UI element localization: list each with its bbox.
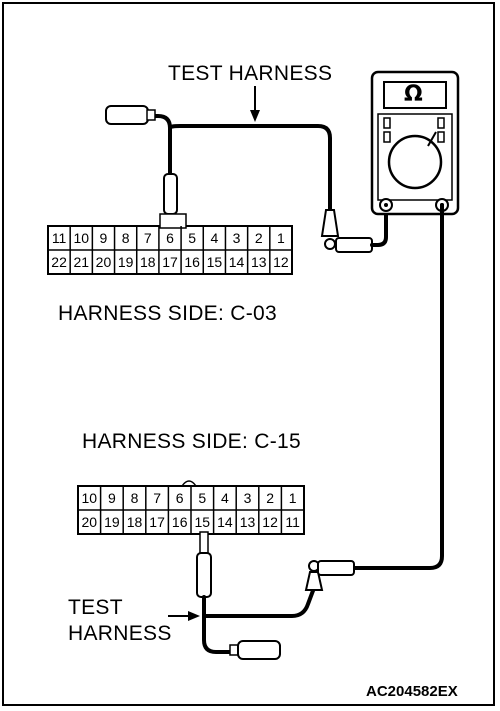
connector_c15-pin: 17 bbox=[149, 514, 165, 530]
figure-border bbox=[2, 2, 495, 706]
probe-c15 bbox=[196, 531, 212, 598]
test-harness-bottom-arrow bbox=[168, 611, 200, 621]
figure-code: AC204582EX bbox=[366, 683, 458, 700]
test-harness-bottom-wire bbox=[202, 586, 316, 654]
connector_c15-pin: 1 bbox=[289, 490, 297, 506]
connector_c15-pin: 6 bbox=[176, 490, 184, 506]
connector_c03-pin: 18 bbox=[140, 254, 156, 270]
connector_c03-pin: 19 bbox=[118, 254, 134, 270]
connector_c03-pin: 12 bbox=[273, 254, 289, 270]
harness-plug-bottom-right bbox=[229, 640, 281, 660]
test-harness-bottom-label-line1: TEST bbox=[68, 596, 123, 619]
connector_c15-pin: 5 bbox=[198, 490, 206, 506]
connector_c15-pin: 20 bbox=[82, 514, 98, 530]
connector_c15-pin: 7 bbox=[153, 490, 161, 506]
harness-side-c03-label: HARNESS SIDE: C-03 bbox=[58, 302, 277, 325]
connector_c15-pin: 10 bbox=[82, 490, 98, 506]
connector_c15-pin: 3 bbox=[244, 490, 252, 506]
connector_c15-pin: 9 bbox=[108, 490, 116, 506]
connector_c15-pin: 11 bbox=[285, 514, 300, 530]
connector_c03-pin: 14 bbox=[229, 254, 245, 270]
connector_c03-pin: 3 bbox=[233, 230, 241, 246]
connector_c03-pin: 11 bbox=[52, 230, 67, 246]
probe-clip-c15 bbox=[304, 560, 355, 591]
test-harness-top-arrow bbox=[250, 86, 260, 122]
connector_c15-pin: 19 bbox=[104, 514, 120, 530]
connector_c03-pin: 16 bbox=[184, 254, 200, 270]
connector_c15-pin: 8 bbox=[131, 490, 139, 506]
meter-lead-left bbox=[370, 203, 388, 247]
connector_c03-pin: 4 bbox=[210, 230, 218, 246]
connector_c03-pin: 22 bbox=[51, 254, 67, 270]
connector_c03-pin: 13 bbox=[251, 254, 267, 270]
test-harness-top-wire bbox=[148, 114, 332, 212]
connector_c03-pin: 10 bbox=[73, 230, 89, 246]
connector_c03-pin: 5 bbox=[188, 230, 196, 246]
connector_c03-pin: 17 bbox=[162, 254, 178, 270]
connector_c03-pin: 9 bbox=[100, 230, 108, 246]
connector_c15-pin: 15 bbox=[195, 514, 211, 530]
connector_c15-pin: 16 bbox=[172, 514, 188, 530]
connector_c03-pin: 2 bbox=[255, 230, 263, 246]
connector_c15-pin: 14 bbox=[217, 514, 233, 530]
connector_c03-pin: 7 bbox=[144, 230, 152, 246]
test-harness-bottom-label-line2: HARNESS bbox=[68, 622, 172, 645]
connector_c03-pin: 6 bbox=[166, 230, 174, 246]
ohm-symbol: Ω bbox=[404, 82, 423, 107]
connector_c03-pin: 1 bbox=[277, 230, 285, 246]
connector_c15-pin: 13 bbox=[240, 514, 256, 530]
connector_c03-pin: 15 bbox=[207, 254, 223, 270]
probe-clip-c03 bbox=[320, 209, 373, 253]
harness-side-c15-label: HARNESS SIDE: C-15 bbox=[82, 430, 301, 453]
multimeter bbox=[370, 70, 460, 216]
harness-plug-top-left bbox=[105, 105, 156, 125]
meter-lead-right bbox=[350, 203, 444, 570]
connector_c15-pin: 12 bbox=[262, 514, 278, 530]
connector_c15-pin: 18 bbox=[127, 514, 143, 530]
connector_c15-pin: 2 bbox=[266, 490, 274, 506]
connector_c03-pin: 8 bbox=[122, 230, 130, 246]
connector_c03-pin: 21 bbox=[73, 254, 89, 270]
connector_c15-pin: 4 bbox=[221, 490, 229, 506]
test-harness-top-label: TEST HARNESS bbox=[168, 62, 333, 85]
connector_c03-pin: 20 bbox=[96, 254, 112, 270]
